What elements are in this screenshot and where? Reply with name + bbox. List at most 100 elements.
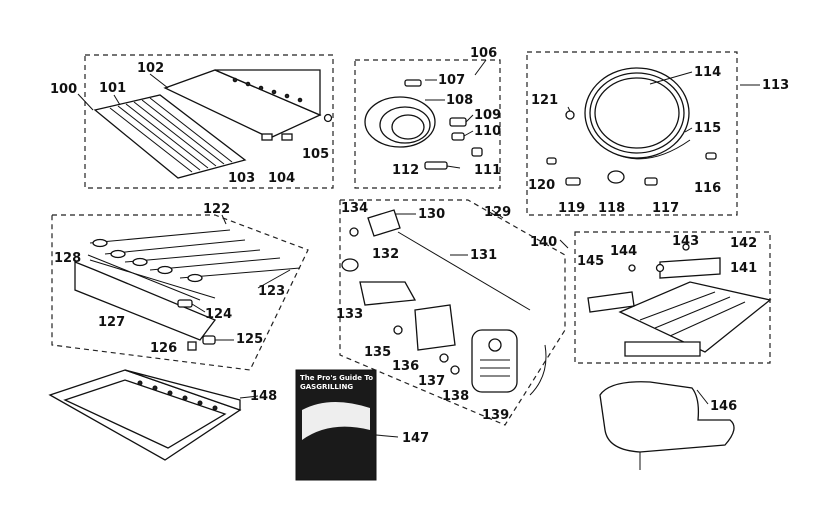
connector-112: [424, 161, 448, 170]
cover-130: [367, 209, 401, 237]
callout-133: 133: [336, 307, 363, 322]
washer-137: [439, 353, 449, 363]
washer-144: [655, 263, 665, 273]
callout-102: 102: [137, 61, 164, 76]
lava-grate-141: [618, 281, 772, 357]
callout-120: 120: [528, 178, 555, 193]
callout-125: 125: [236, 332, 263, 347]
warming-rack-102: [163, 69, 322, 139]
callout-103: 103: [228, 171, 255, 186]
regulator-109: [449, 117, 467, 127]
hose-ring-114: [584, 67, 690, 159]
callout-115: 115: [694, 121, 721, 136]
bracket-140: [587, 291, 635, 313]
rod-128: [87, 254, 201, 301]
callout-109: 109: [474, 108, 501, 123]
hose-assembly-108: [364, 96, 436, 148]
skewer-set-123: [89, 229, 301, 283]
housing-136: [414, 304, 456, 351]
callout-110: 110: [474, 124, 501, 139]
screw-105: [323, 113, 333, 123]
callout-141: 141: [730, 261, 757, 276]
callout-135: 135: [364, 345, 391, 360]
tube-124: [177, 299, 193, 308]
screw-145: [628, 264, 636, 272]
callout-112: 112: [392, 163, 419, 178]
callout-116: 116: [694, 181, 721, 196]
plate-142: [659, 257, 721, 279]
callout-137: 137: [418, 374, 445, 389]
callout-144: 144: [610, 244, 637, 259]
group-box-129: [339, 199, 566, 426]
valve-110: [451, 132, 465, 141]
callout-145: 145: [577, 254, 604, 269]
cooking-grate-101: [93, 94, 247, 179]
screw-143: [682, 243, 690, 251]
callout-107: 107: [438, 73, 465, 88]
grill-cover-146: [599, 381, 735, 470]
callout-148: 148: [250, 389, 277, 404]
callout-126: 126: [150, 341, 177, 356]
hose-115: [599, 139, 691, 160]
callout-138: 138: [442, 389, 469, 404]
clip-117: [644, 177, 658, 186]
group-box-100: [84, 54, 334, 189]
callout-123: 123: [258, 284, 285, 299]
callout-128: 128: [54, 251, 81, 266]
callout-131: 131: [470, 248, 497, 263]
clip-121: [565, 110, 575, 120]
callout-134: 134: [341, 201, 368, 216]
spring-132: [341, 258, 359, 272]
group-box-140: [574, 231, 771, 364]
bracket-133: [359, 281, 417, 306]
callout-132: 132: [372, 247, 399, 262]
callout-106: 106: [470, 46, 497, 61]
washer-138: [450, 365, 460, 375]
side-shelf-148: [48, 369, 242, 461]
callout-136: 136: [392, 359, 419, 374]
bracket-126: [187, 341, 197, 351]
callout-117: 117: [652, 201, 679, 216]
nut-111: [471, 147, 483, 157]
callout-142: 142: [730, 236, 757, 251]
clip-120: [546, 157, 557, 165]
callout-130: 130: [418, 207, 445, 222]
callout-114: 114: [694, 65, 721, 80]
group-box-106: [354, 59, 501, 189]
callout-108: 108: [446, 93, 473, 108]
callout-140: 140: [530, 235, 557, 250]
igniter-module-139: [471, 329, 518, 393]
callout-101: 101: [99, 81, 126, 96]
group-box-122: [51, 214, 309, 371]
nut-135: [393, 325, 403, 335]
callout-111: 111: [474, 163, 501, 178]
bracket-103: [261, 133, 273, 141]
callout-124: 124: [205, 307, 232, 322]
callout-127: 127: [98, 315, 125, 330]
callout-129: 129: [484, 205, 511, 220]
callout-139: 139: [482, 408, 509, 423]
callout-146: 146: [710, 399, 737, 414]
callout-147: 147: [402, 431, 429, 446]
booklet-147: The Pro's Guide To GASGRILLING: [295, 369, 377, 481]
callout-100: 100: [50, 82, 77, 97]
callout-105: 105: [302, 147, 329, 162]
clip-119: [565, 177, 581, 186]
callout-104: 104: [268, 171, 295, 186]
leader-lines: [77, 59, 760, 438]
burner-127: [74, 259, 217, 341]
electrode-rod-131: [397, 231, 531, 311]
fitting-107: [404, 79, 422, 87]
clip-125: [202, 335, 216, 345]
callout-119: 119: [558, 201, 585, 216]
callout-121: 121: [531, 93, 558, 108]
booklet-title-line1: The Pro's Guide To: [300, 374, 373, 382]
bracket-104: [281, 133, 293, 141]
callout-118: 118: [598, 201, 625, 216]
group-box-113: [526, 51, 738, 216]
booklet-title-line2: GASGRILLING: [300, 383, 353, 391]
ignition-wire: [529, 344, 547, 396]
screw-134: [349, 227, 359, 237]
clip-116: [705, 152, 717, 160]
